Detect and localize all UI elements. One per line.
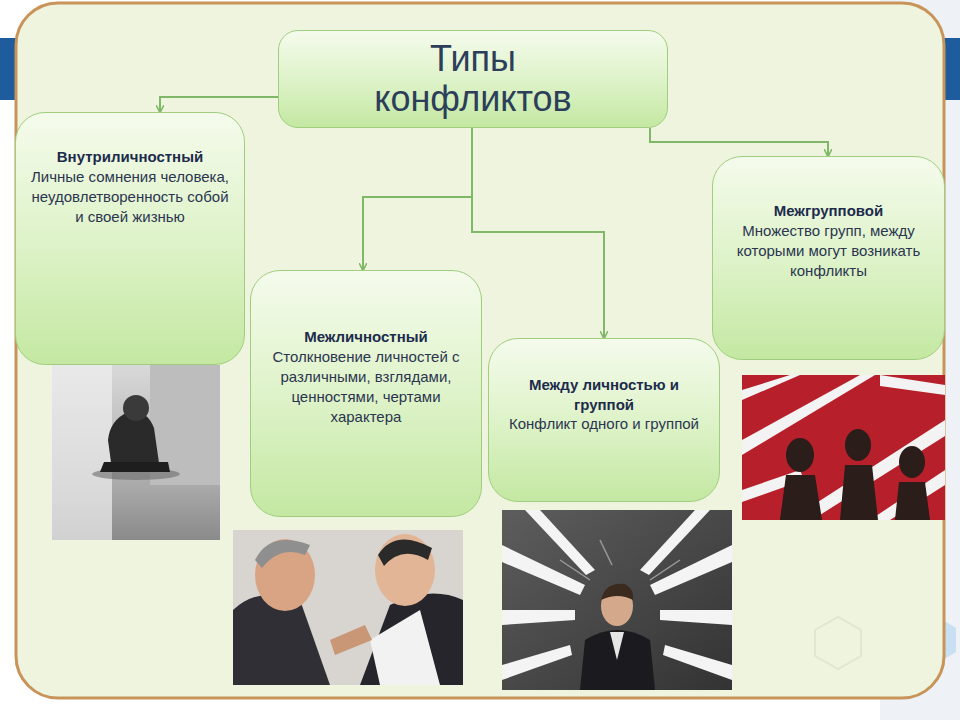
- photo-ground: [233, 530, 463, 685]
- chalk-arrow: [600, 540, 612, 565]
- box-body: Конфликт одного и группой: [509, 414, 699, 434]
- photo-blame: [502, 510, 732, 690]
- box-heading: Межличностный: [304, 327, 428, 347]
- man-suit: [580, 630, 655, 690]
- box-body: Множество групп, между которыми могут во…: [723, 221, 934, 282]
- photo-argument: [233, 530, 463, 685]
- title-text: Типы конфликтов: [343, 39, 603, 118]
- hair: [255, 540, 310, 568]
- hexagon: [815, 617, 861, 669]
- arm: [660, 610, 732, 625]
- scarf-stripe: [742, 375, 800, 400]
- arm: [502, 610, 575, 625]
- arm: [640, 510, 710, 575]
- man-shirt: [610, 632, 624, 660]
- fan-head: [845, 429, 871, 461]
- figure-legs: [100, 462, 170, 472]
- outer-frame: [16, 3, 944, 698]
- photo-alone: [52, 365, 220, 540]
- shirt: [370, 610, 440, 685]
- type-box: ВнутриличностныйЛичные сомнения человека…: [15, 112, 245, 365]
- photo-crowd: [742, 375, 945, 520]
- connector-arrow: [650, 128, 828, 156]
- connector-arrow: [472, 128, 604, 338]
- fan-head: [899, 446, 925, 478]
- man-hair: [601, 584, 633, 600]
- scarves: [742, 375, 945, 520]
- photo-ground: [502, 510, 732, 690]
- fan-body: [840, 465, 878, 520]
- arm: [502, 645, 572, 680]
- box-body: Личные сомнения человека, неудовлетворен…: [26, 167, 234, 228]
- title-box: Типы конфликтов: [278, 30, 668, 128]
- photo-ground: [742, 375, 945, 520]
- type-box: МежличностныйСтолкновение личностей с ра…: [250, 270, 482, 517]
- arm: [525, 510, 595, 575]
- arm: [663, 645, 732, 680]
- fans: [780, 429, 930, 520]
- photo-ground: [52, 365, 220, 540]
- scarf-stripe: [870, 470, 945, 520]
- box-body: Столкновение личностей с различными, взг…: [261, 347, 471, 428]
- fan-head: [786, 438, 814, 472]
- box-heading: Внутриличностный: [57, 147, 203, 167]
- box-heading: Межгрупповой: [774, 201, 884, 221]
- connector-arrow: [363, 128, 472, 270]
- fan-body: [780, 475, 822, 520]
- hand: [330, 625, 372, 655]
- connector-arrow: [160, 97, 278, 112]
- scarf-stripe: [880, 375, 945, 395]
- hair: [378, 539, 432, 566]
- fan-body: [895, 482, 930, 520]
- box-heading: Между личностью и группой: [499, 375, 709, 414]
- type-box: МежгрупповойМножество групп, между котор…: [712, 156, 945, 360]
- type-box: Между личностью и группойКонфликт одного…: [488, 338, 720, 502]
- door-light: [52, 365, 112, 540]
- figure-head: [123, 395, 149, 421]
- suit: [360, 594, 463, 685]
- face: [255, 539, 315, 611]
- face: [375, 534, 435, 606]
- pointing-hands: [502, 510, 732, 680]
